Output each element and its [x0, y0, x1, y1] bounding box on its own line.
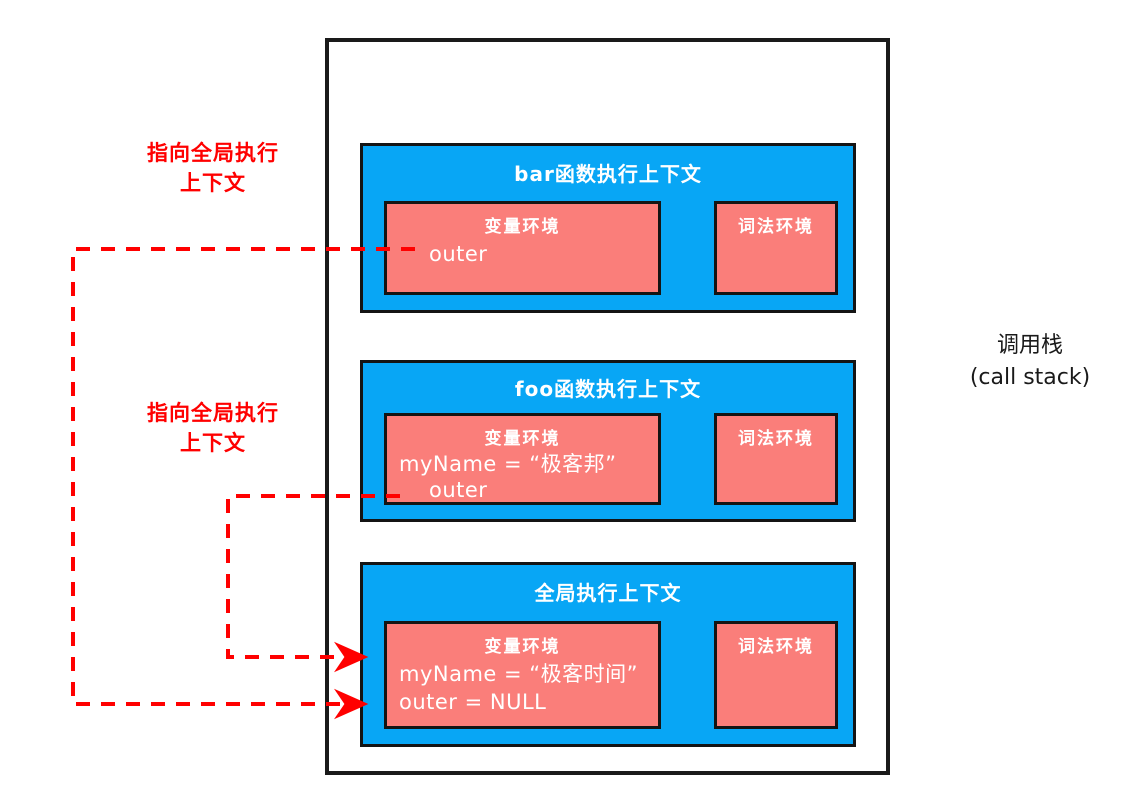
lexical-environment-foo: 词法环境 — [714, 413, 838, 505]
variable-entry-outer-global: outer = NULL — [399, 690, 547, 714]
variable-environment-bar: 变量环境 outer — [384, 201, 661, 295]
annotation-foo-outer: 指向全局执行 上下文 — [147, 401, 279, 456]
variable-environment-title-bar: 变量环境 — [484, 217, 561, 237]
execution-context-global: 全局执行上下文 变量环境 myName = “极客时间” outer = NUL… — [360, 562, 856, 747]
variable-entry-myname-global: myName = “极客时间” — [399, 662, 639, 686]
variable-environment-global: 变量环境 myName = “极客时间” outer = NULL — [384, 621, 661, 729]
variable-environment-title-foo: 变量环境 — [484, 429, 561, 449]
execution-context-bar: bar函数执行上下文 变量环境 outer 词法环境 — [360, 143, 856, 313]
variable-entry-myname-foo: myName = “极客邦” — [399, 452, 617, 476]
lexical-environment-title-foo: 词法环境 — [738, 429, 814, 449]
lexical-environment-bar: 词法环境 — [714, 201, 838, 295]
call-stack-caption: 调用栈 (call stack) — [969, 333, 1091, 390]
execution-context-foo: foo函数执行上下文 变量环境 myName = “极客邦” outer 词法环… — [360, 360, 856, 522]
lexical-environment-title-global: 词法环境 — [738, 637, 814, 657]
context-title-global: 全局执行上下文 — [534, 581, 682, 605]
lexical-environment-title-bar: 词法环境 — [738, 217, 814, 237]
lexical-environment-global: 词法环境 — [714, 621, 838, 729]
variable-environment-foo: 变量环境 myName = “极客邦” outer — [384, 413, 661, 505]
context-title-bar: bar函数执行上下文 — [514, 162, 702, 186]
variable-entry-outer-foo: outer — [429, 478, 488, 502]
annotation-bar-outer: 指向全局执行 上下文 — [147, 141, 279, 196]
context-title-foo: foo函数执行上下文 — [514, 377, 702, 401]
variable-environment-title-global: 变量环境 — [484, 637, 561, 657]
variable-entry-outer-bar: outer — [429, 242, 488, 266]
